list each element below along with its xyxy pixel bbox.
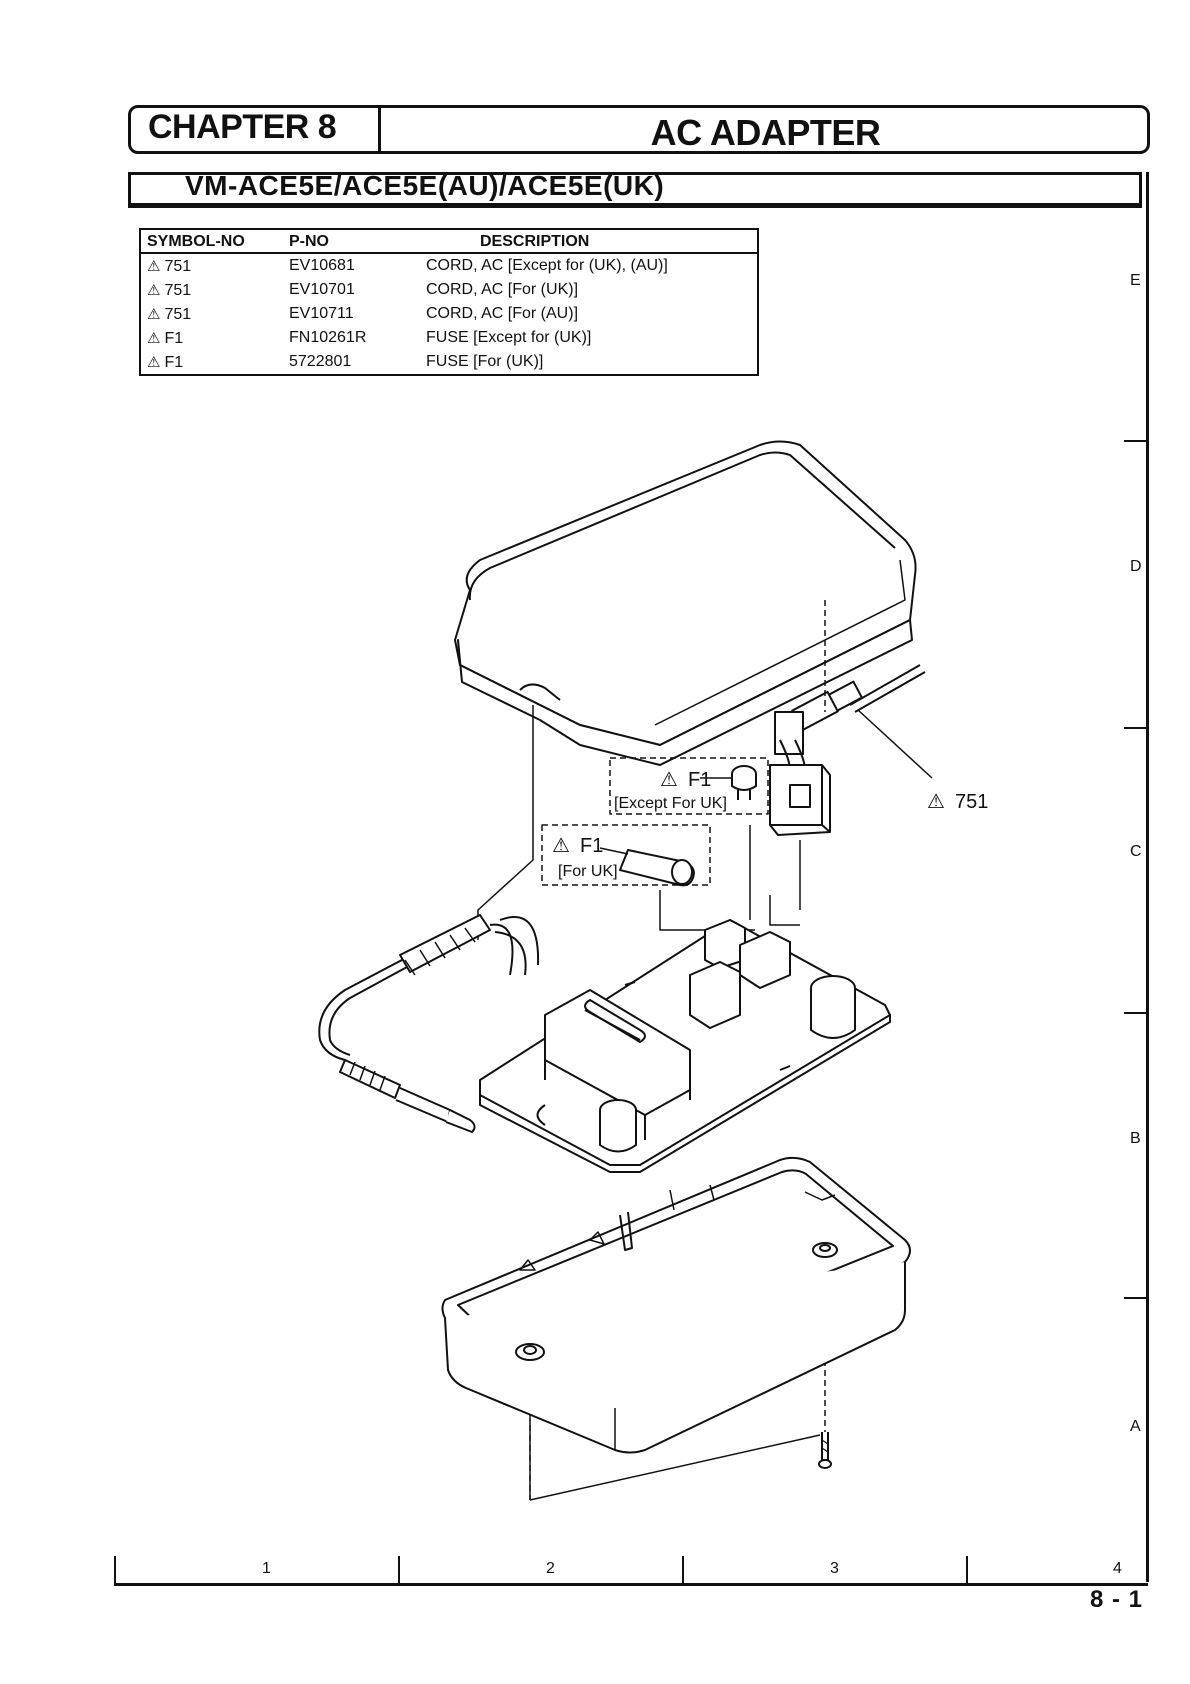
bottom-case — [441, 1156, 911, 1454]
model-title: VM-ACE5E/ACE5E(AU)/ACE5E(UK) — [185, 170, 665, 201]
cell-description: CORD, AC [For (AU)] — [426, 305, 579, 322]
grid-row-label: A — [1130, 1418, 1141, 1435]
callout-fuse-b-note: [For UK] — [558, 863, 618, 880]
chapter-label: CHAPTER 8 — [148, 108, 337, 146]
warning-triangle-icon: ⚠ — [660, 769, 678, 791]
cell-symbol: ⚠F1 — [140, 326, 283, 350]
table-row: ⚠751 EV10711 CORD, AC [For (AU)] — [140, 302, 758, 326]
table-row: ⚠F1 5722801 FUSE [For (UK)] — [140, 350, 758, 375]
circuit-board — [479, 919, 891, 1173]
callout-fuse-a: F1 — [688, 769, 711, 791]
parts-table-header: SYMBOL-NO P-NO DESCRIPTION — [140, 229, 758, 254]
cell-symbol: ⚠F1 — [140, 350, 283, 375]
grid-row-label: E — [1130, 272, 1141, 289]
cell-description: FUSE [For (UK)] — [426, 353, 544, 370]
fuse-a-part — [700, 765, 757, 800]
table-row: ⚠751 EV10701 CORD, AC [For (UK)] — [140, 278, 758, 302]
callout-751: 751 — [955, 791, 988, 813]
fuse-b-callout-box — [541, 824, 711, 886]
warning-triangle-icon: ⚠ — [147, 281, 161, 299]
cell-symbol: ⚠751 — [140, 302, 283, 326]
symbol-no: 751 — [164, 305, 192, 323]
symbol-no: 751 — [164, 281, 192, 299]
callout-fuse-a-note: [Except For UK] — [614, 795, 727, 812]
callout-fuse-b: F1 — [580, 835, 603, 857]
grid-tick — [114, 1556, 116, 1584]
grid-row-label: D — [1130, 558, 1142, 575]
warning-triangle-icon: ⚠ — [147, 257, 161, 275]
table-row: ⚠F1 FN10261R FUSE [Except for (UK)] — [140, 326, 758, 350]
symbol-no: F1 — [164, 353, 184, 371]
screw-part — [818, 1432, 832, 1469]
grid-tick — [1124, 440, 1148, 442]
column-header-symbol: SYMBOL-NO — [140, 229, 283, 254]
table-row: ⚠751 EV10681 CORD, AC [Except for (UK), … — [140, 253, 758, 278]
callout-leader-751 — [857, 709, 933, 779]
cell-description: CORD, AC [Except for (UK), (AU)] — [426, 257, 668, 274]
grid-tick — [1124, 1012, 1148, 1014]
grid-tick — [682, 1556, 684, 1584]
warning-triangle-icon: ⚠ — [552, 835, 570, 857]
grid-bottom-border — [114, 1583, 1148, 1586]
column-header-description: DESCRIPTION — [420, 229, 758, 254]
symbol-no: F1 — [164, 329, 184, 347]
fuse-a-callout-box — [609, 757, 769, 815]
parts-table: SYMBOL-NO P-NO DESCRIPTION ⚠751 EV10681 … — [139, 228, 759, 376]
warning-triangle-icon: ⚠ — [927, 791, 945, 813]
cell-pno: EV10711 — [289, 305, 354, 322]
grid-tick — [1124, 727, 1148, 729]
cell-description: FUSE [Except for (UK)] — [426, 329, 592, 346]
warning-triangle-icon: ⚠ — [147, 329, 161, 347]
cell-symbol: ⚠751 — [140, 253, 283, 278]
page-title: AC ADAPTER — [650, 112, 881, 153]
warning-triangle-icon: ⚠ — [147, 305, 161, 323]
cell-description: CORD, AC [For (UK)] — [426, 281, 579, 298]
grid-row-label: C — [1130, 843, 1142, 860]
ac-cord-assembly — [769, 664, 926, 836]
dc-output-cord — [318, 914, 540, 1133]
symbol-no: 751 — [164, 257, 192, 275]
fuse-b-part — [599, 847, 695, 887]
chapter-header-divider — [378, 105, 381, 154]
grid-col-label: 1 — [262, 1560, 271, 1577]
cell-pno: EV10681 — [289, 257, 355, 274]
cell-pno: 5722801 — [289, 353, 352, 370]
top-cover — [454, 440, 917, 766]
grid-tick — [398, 1556, 400, 1584]
grid-col-label: 2 — [546, 1560, 555, 1577]
cell-pno: EV10701 — [289, 281, 355, 298]
model-header-frame — [128, 172, 1142, 208]
grid-tick — [1124, 1297, 1148, 1299]
chapter-header-frame — [128, 105, 1150, 154]
cell-pno: FN10261R — [289, 329, 367, 346]
grid-col-label: 4 — [1113, 1560, 1122, 1577]
grid-tick — [966, 1556, 968, 1584]
grid-right-border — [1146, 172, 1149, 1582]
grid-col-label: 3 — [830, 1560, 839, 1577]
column-header-pno: P-NO — [283, 229, 420, 254]
warning-triangle-icon: ⚠ — [147, 353, 161, 371]
cell-symbol: ⚠751 — [140, 278, 283, 302]
page-number: 8 - 1 — [1090, 1586, 1144, 1613]
grid-row-label: B — [1130, 1130, 1141, 1147]
